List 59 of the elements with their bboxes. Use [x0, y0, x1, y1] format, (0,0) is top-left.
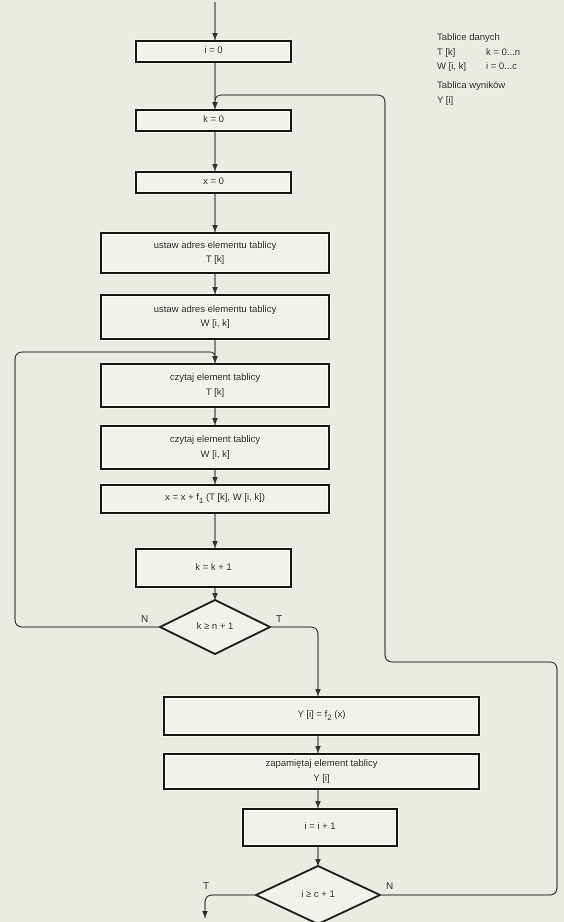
step-text: T [k] [206, 386, 224, 400]
arrow [315, 847, 321, 866]
note-text: W [i, k] [437, 61, 466, 72]
process-box [100, 484, 330, 514]
arrow [14, 351, 218, 628]
process-box [135, 548, 292, 588]
note-text: Y [i] [437, 95, 454, 106]
step-text: W [i, k] [200, 317, 230, 331]
arrow [212, 470, 218, 484]
process-box [135, 40, 292, 63]
process-box [135, 109, 292, 132]
process-box [163, 753, 480, 790]
step-text: Y [i] [313, 772, 330, 786]
arrow [212, 588, 218, 600]
edge-label: N [385, 881, 394, 892]
edge-label: T [202, 881, 210, 892]
note-text: Tablice danych [437, 32, 500, 43]
note-text: Tablica wyników [437, 80, 506, 91]
process-box [100, 363, 330, 408]
note-text: T [k] [437, 47, 456, 58]
arrow [212, 194, 218, 232]
decision-diamond [256, 866, 380, 922]
process-box [163, 696, 480, 736]
arrow [212, 132, 218, 171]
arrow [270, 626, 321, 696]
edge-label: N [140, 614, 150, 625]
step-text: W [i, k] [200, 448, 230, 462]
arrow [212, 94, 558, 896]
step-text: i = 0 [204, 44, 223, 58]
note-text: k = 0...n [486, 47, 520, 58]
step-text: zapamiętaj element tablicy [266, 757, 378, 772]
step-text: Y [i] = f$_{2}$ (x) [298, 708, 346, 724]
step-text: k = 0 [203, 113, 224, 128]
arrow [212, 514, 218, 548]
step-text: x = 0 [203, 175, 224, 190]
step-text: czytaj element tablicy [170, 433, 260, 448]
step-text: i ≥ c + 1 [301, 888, 335, 902]
note-text: i = 0...c [486, 61, 517, 72]
arrow [202, 894, 256, 918]
decision-diamond [160, 600, 270, 654]
process-box [100, 425, 330, 470]
step-text: x = x + f$_{1}$ (T [k], W [i, k]) [165, 491, 265, 507]
edge-label: T [275, 614, 284, 625]
step-text: czytaj element tablicy [170, 371, 260, 386]
process-box [135, 171, 292, 194]
process-box [100, 232, 330, 274]
arrow [212, 408, 218, 425]
step-text: k = k + 1 [195, 560, 232, 575]
process-box [242, 808, 398, 847]
arrow [315, 736, 321, 753]
arrow [212, 274, 218, 294]
step-text: ustaw adres elementu tablicy [154, 238, 276, 253]
process-box [100, 294, 330, 340]
step-text: ustaw adres elementu tablicy [154, 302, 276, 317]
step-text: k ≥ n + 1 [196, 620, 234, 634]
arrow [315, 790, 321, 808]
step-text: i = i + 1 [304, 820, 336, 834]
arrow [212, 2, 218, 40]
step-text: T [k] [206, 253, 224, 267]
